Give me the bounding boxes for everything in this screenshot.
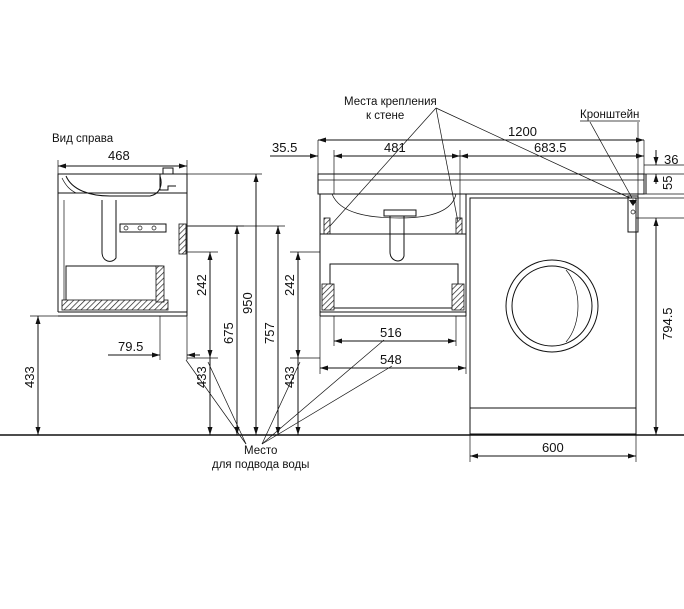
dim-600: 600 [542,440,564,455]
dim-35-5: 35.5 [272,140,297,155]
dim-548: 548 [380,352,402,367]
dim-757: 757 [262,322,277,344]
water-supply-label-2: для подвода воды [212,459,309,471]
mount-points-label-1: Места крепления [344,96,437,108]
dim-433-side: 433 [194,366,209,388]
dim-242-side: 242 [194,274,209,296]
dim-794-5: 794.5 [660,307,675,340]
dim-481: 481 [384,140,406,155]
bracket-label: Кронштейн [580,109,639,121]
dim-433-left: 433 [22,366,37,388]
dim-468: 468 [108,148,130,163]
dim-516: 516 [380,325,402,340]
dim-950: 950 [240,292,255,314]
front-view [317,173,645,317]
dim-1200: 1200 [508,124,537,139]
dim-79-5: 79.5 [118,339,143,354]
dim-36: 36 [664,152,678,167]
dim-242-front: 242 [282,274,297,296]
side-view-label: Вид справа [52,133,114,145]
washing-machine [469,197,637,435]
dim-675: 675 [221,322,236,344]
bracket [627,195,639,233]
dim-55: 55 [660,176,675,190]
mount-points-label-2: к стене [366,110,404,122]
dim-433-front: 433 [282,366,297,388]
side-view [57,167,188,317]
dim-683-5: 683.5 [534,140,567,155]
water-supply-label-1: Место [244,445,277,457]
